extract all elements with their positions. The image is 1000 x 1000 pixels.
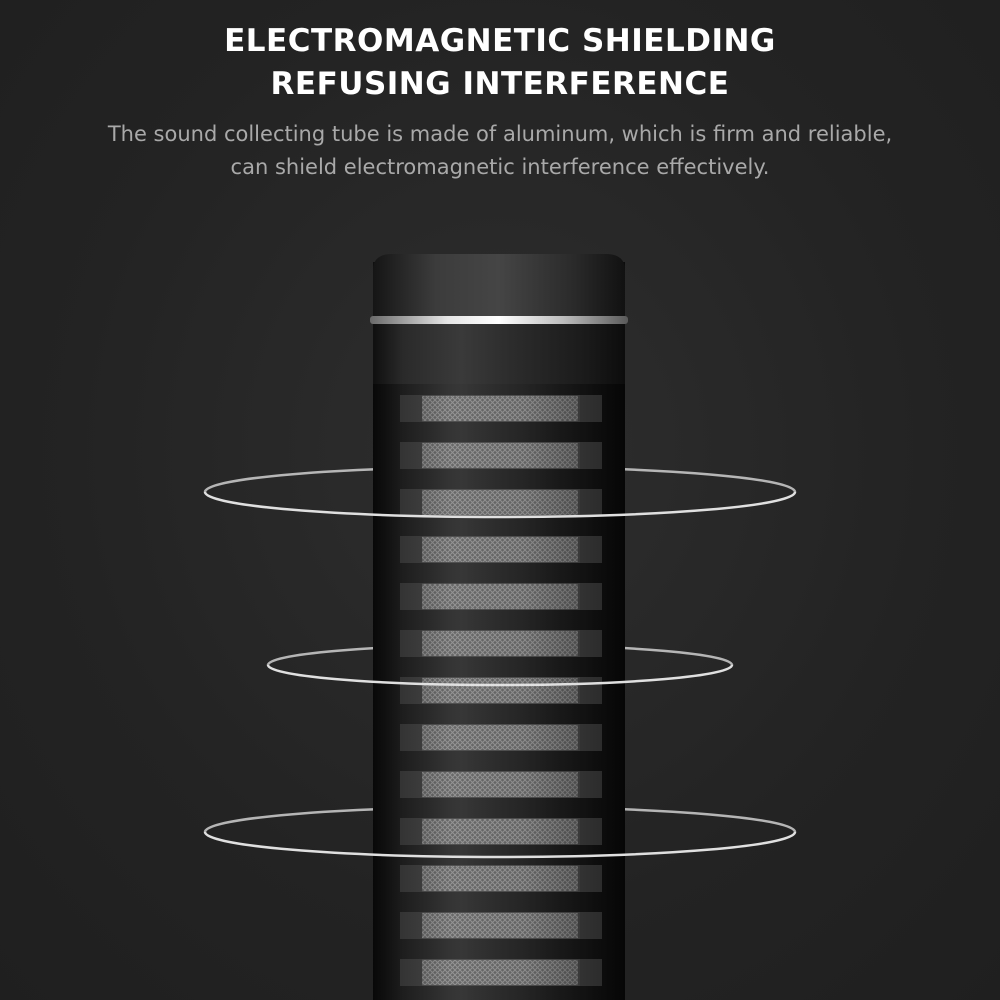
headline: ELECTROMAGNETIC SHIELDING REFUSING INTER… <box>0 20 1000 106</box>
chrome-band <box>370 316 628 324</box>
description-line-1: The sound collecting tube is made of alu… <box>107 122 893 146</box>
field-rings-front <box>203 491 797 859</box>
field-ring-2-front <box>266 664 734 687</box>
description: The sound collecting tube is made of alu… <box>0 118 1000 184</box>
tube-cap <box>373 254 625 318</box>
headline-line-1: ELECTROMAGNETIC SHIELDING <box>224 23 776 59</box>
description-line-2: can shield electromagnetic interference … <box>230 155 770 179</box>
field-ring-3-front <box>203 831 797 859</box>
headline-line-2: REFUSING INTERFERENCE <box>270 66 730 102</box>
microphone-tube <box>370 254 628 1000</box>
field-ring-1-front <box>203 491 797 519</box>
